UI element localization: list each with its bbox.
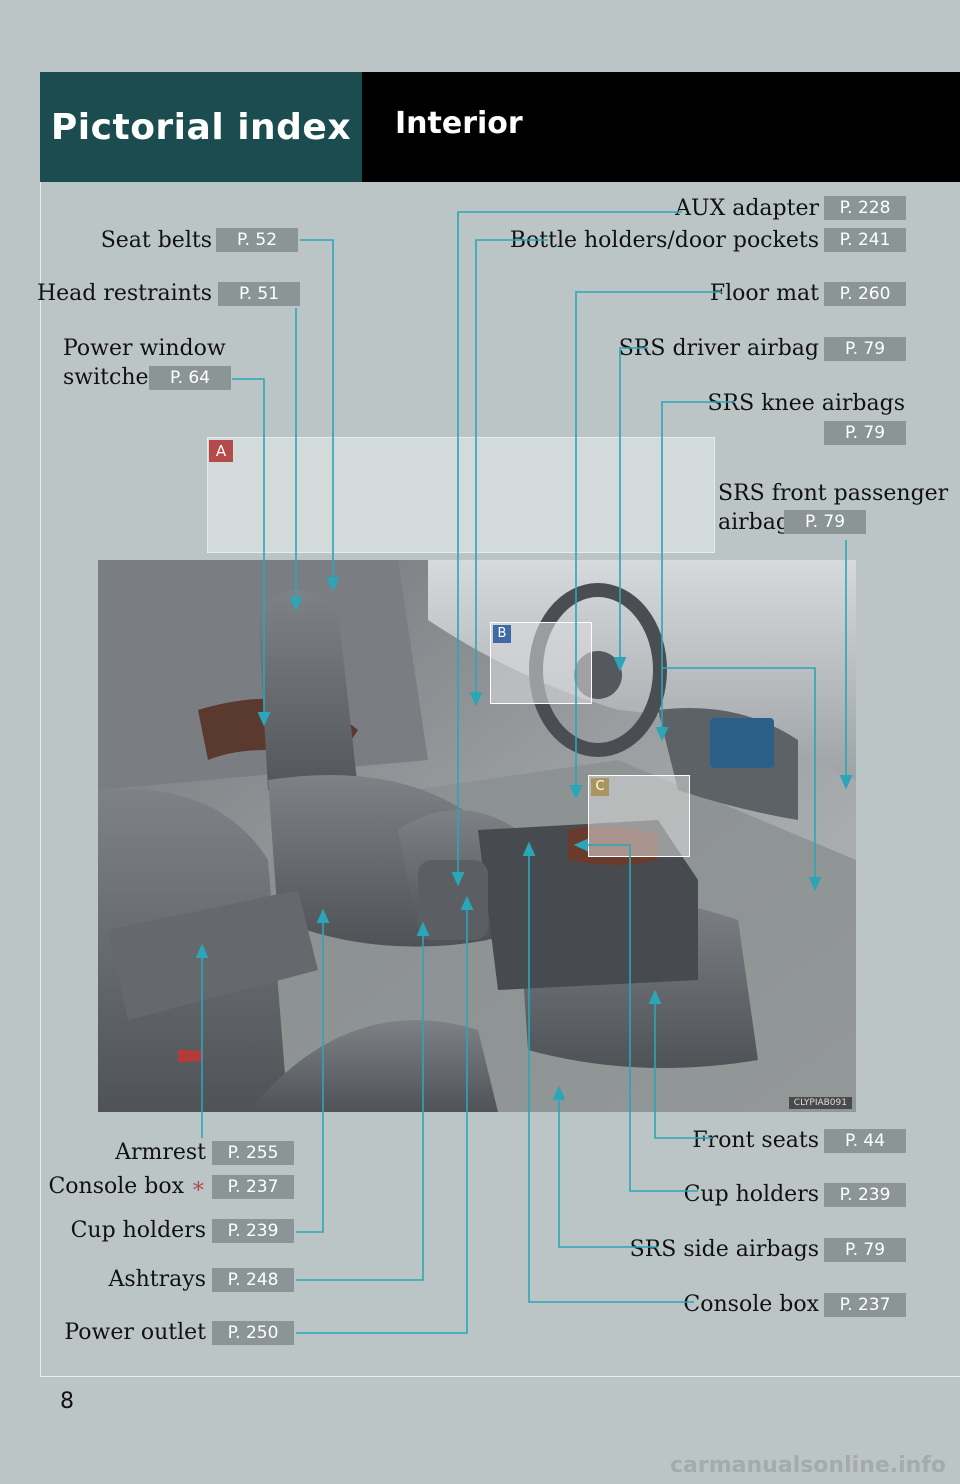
label-seat-belts: Seat belts [100,228,212,253]
label-power-window-line2: switches [63,365,160,390]
page-ref-srs-side-airbags[interactable]: P. 79 [824,1238,906,1262]
label-head-restraints: Head restraints [36,281,212,306]
page-ref-aux-adapter[interactable]: P. 228 [824,196,906,220]
page-number: 8 [60,1389,74,1414]
panel-tag-b: B [493,625,511,643]
page-title: Interior [395,106,523,141]
detail-panel-b: B [490,622,592,704]
page-ref-head-restraints[interactable]: P. 51 [218,282,300,306]
interior-illustration [98,560,856,1112]
photo-code: CLYPIAB091 [788,1097,852,1109]
console-box-rear-text: Console box [48,1174,185,1199]
section-title: Pictorial index [40,72,362,182]
page-ref-armrest[interactable]: P. 255 [212,1141,294,1165]
page-ref-srs-knee-airbags[interactable]: P. 79 [824,421,906,445]
label-power-outlet: Power outlet [64,1320,206,1345]
optional-marker: ∗ [191,1174,206,1199]
watermark: carmanualsonline.info [670,1453,946,1478]
page-ref-ashtrays[interactable]: P. 248 [212,1268,294,1292]
page-ref-floor-mat[interactable]: P. 260 [824,282,906,306]
page-ref-console-box-rear[interactable]: P. 237 [212,1175,294,1199]
panel-tag-a: A [209,440,233,462]
label-front-seats: Front seats [692,1128,819,1153]
label-srs-side-airbags: SRS side airbags [629,1237,819,1262]
label-srs-front-passenger-line1: SRS front passenger [718,481,949,506]
label-ashtrays: Ashtrays [108,1267,206,1292]
page-ref-bottle-holders[interactable]: P. 241 [824,228,906,252]
label-bottle-holders: Bottle holders/door pockets [509,228,819,253]
page-ref-power-window[interactable]: P. 64 [149,366,231,390]
page-frame [40,72,960,1377]
detail-panel-c: C [588,775,690,857]
page-ref-cup-holders-rear[interactable]: P. 239 [212,1219,294,1243]
page-ref-seat-belts[interactable]: P. 52 [216,228,298,252]
page-ref-cup-holders-front[interactable]: P. 239 [824,1183,906,1207]
page-title-bar: Interior [362,72,960,182]
label-srs-knee-airbags: SRS knee airbags [707,391,905,416]
page-ref-srs-driver-airbag[interactable]: P. 79 [824,337,906,361]
label-srs-front-passenger-line2: airbag [718,510,790,535]
page-ref-front-seats[interactable]: P. 44 [824,1129,906,1153]
label-aux-adapter: AUX adapter [675,196,819,221]
detail-panel-a [207,437,715,553]
page-ref-srs-front-passenger[interactable]: P. 79 [784,510,866,534]
label-console-box-rear: Console box ∗ [48,1174,206,1200]
label-floor-mat: Floor mat [709,281,819,306]
label-console-box-front: Console box [683,1292,819,1317]
page-ref-console-box-front[interactable]: P. 237 [824,1293,906,1317]
page-ref-power-outlet[interactable]: P. 250 [212,1321,294,1345]
label-power-window-line1: Power window [63,336,226,361]
label-cup-holders-front: Cup holders [683,1182,819,1207]
label-srs-driver-airbag: SRS driver airbag [618,336,819,361]
label-cup-holders-rear: Cup holders [70,1218,206,1243]
panel-tag-c: C [591,778,609,796]
label-armrest: Armrest [115,1140,206,1165]
interior-photo: B C CLYPIAB091 [98,560,856,1112]
